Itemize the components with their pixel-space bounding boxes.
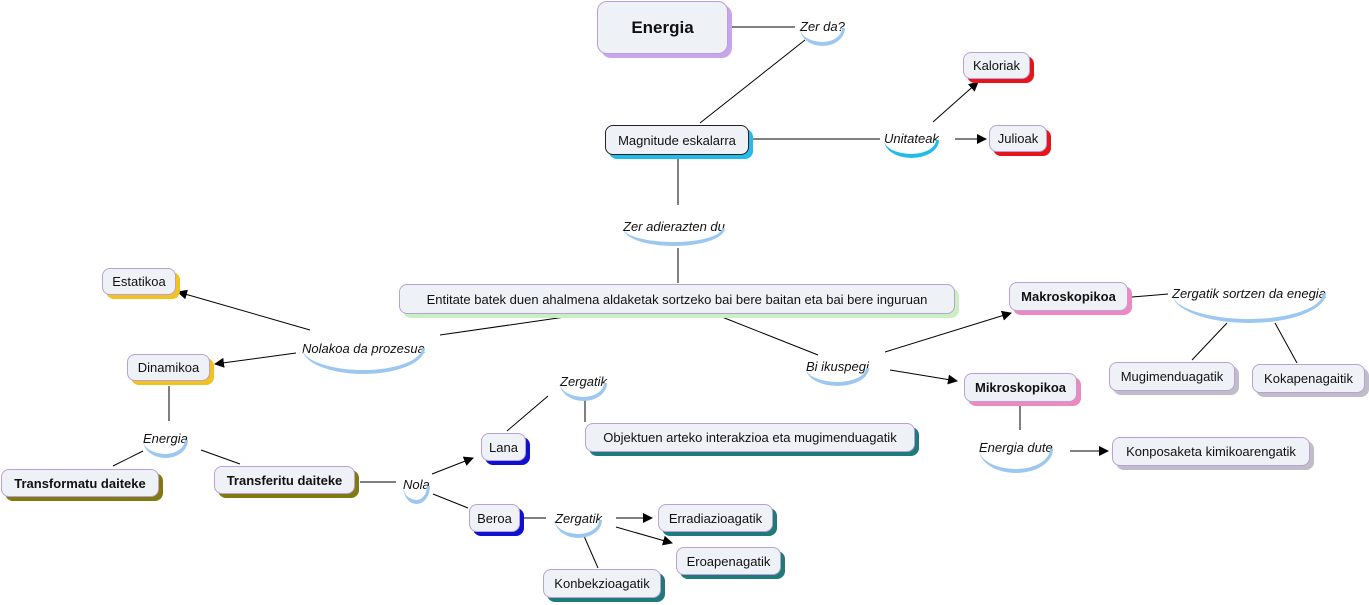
line-bi-makro: [884, 310, 1012, 353]
link-nola[interactable]: Nola: [403, 477, 430, 504]
line-zergatik-eroapen: [615, 526, 673, 546]
node-objektuen[interactable]: Objektuen arteko interakzioa eta mugimen…: [585, 423, 915, 452]
node-mikroskopikoa[interactable]: Mikroskopikoa: [964, 373, 1077, 402]
node-konposaketa[interactable]: Konposaketa kimikoarengatik: [1112, 437, 1310, 466]
link-zergatik-sortzen[interactable]: Zergatik sortzen da enegia: [1172, 286, 1326, 323]
node-magnitude[interactable]: Magnitude eskalarra: [605, 125, 749, 155]
node-julioak[interactable]: Julioak: [989, 125, 1047, 152]
line-lana-zergatik: [506, 395, 549, 432]
link-energia[interactable]: Energia: [143, 431, 188, 458]
link-bi-ikuspegi[interactable]: Bi ikuspegi: [806, 359, 869, 386]
node-erradiazio[interactable]: Erradiazioagatik: [658, 504, 773, 532]
node-konbekzio[interactable]: Konbekzioagatik: [543, 569, 661, 598]
line-zergatik-mugimendu: [1191, 322, 1228, 361]
node-entitate[interactable]: Entitate batek duen ahalmena aldaketak s…: [399, 284, 955, 314]
node-kokapen[interactable]: Kokapenagaitik: [1252, 364, 1365, 393]
line-energia-transformatu: [112, 450, 144, 467]
line-energia-transferitu: [200, 449, 241, 465]
line-entitate-nolakoa: [439, 316, 566, 336]
link-energia-dute[interactable]: Energia dute: [979, 440, 1053, 473]
node-mugimendu[interactable]: Mugimenduagatik: [1109, 362, 1235, 391]
link-unitateak[interactable]: Unitateak: [884, 131, 939, 158]
node-transferitu[interactable]: Transferitu daiteke: [214, 466, 355, 494]
link-zer-adierazten[interactable]: Zer adierazten du: [623, 219, 725, 246]
line-zerda-magnitude: [699, 39, 806, 124]
line-nola-lana: [431, 456, 474, 475]
link-zer-da[interactable]: Zer da?: [800, 19, 845, 46]
link-zergatik-beroa[interactable]: Zergatik: [555, 511, 602, 538]
node-transformatu[interactable]: Transformatu daiteke: [1, 469, 159, 497]
node-beroa[interactable]: Beroa: [469, 504, 520, 532]
line-nolakoa-dinamikoa: [214, 352, 297, 368]
line-unitateak-kaloriak: [932, 81, 979, 123]
line-makro-zergatik: [1131, 293, 1169, 298]
node-kaloriak[interactable]: Kaloriak: [963, 52, 1030, 79]
line-zergatik-konbekzio: [583, 535, 599, 569]
node-dinamikoa[interactable]: Dinamikoa: [127, 354, 210, 381]
line-nolakoa-estatikoa: [177, 289, 311, 331]
line-nola-beroa: [432, 493, 469, 509]
link-nolakoa[interactable]: Nolakoa da prozesua: [302, 341, 425, 374]
node-makroskopikoa[interactable]: Makroskopikoa: [1009, 282, 1128, 311]
line-entitate-bi: [721, 316, 819, 356]
node-eroapen[interactable]: Eroapenagatik: [676, 547, 781, 575]
node-estatikoa[interactable]: Estatikoa: [102, 268, 176, 295]
line-zergatik-kokapen: [1274, 322, 1298, 364]
node-lana[interactable]: Lana: [481, 433, 526, 461]
line-bi-mikro: [889, 369, 958, 385]
link-zergatik-lana[interactable]: Zergatik: [560, 374, 607, 401]
node-energia-title[interactable]: Energia: [597, 1, 728, 54]
